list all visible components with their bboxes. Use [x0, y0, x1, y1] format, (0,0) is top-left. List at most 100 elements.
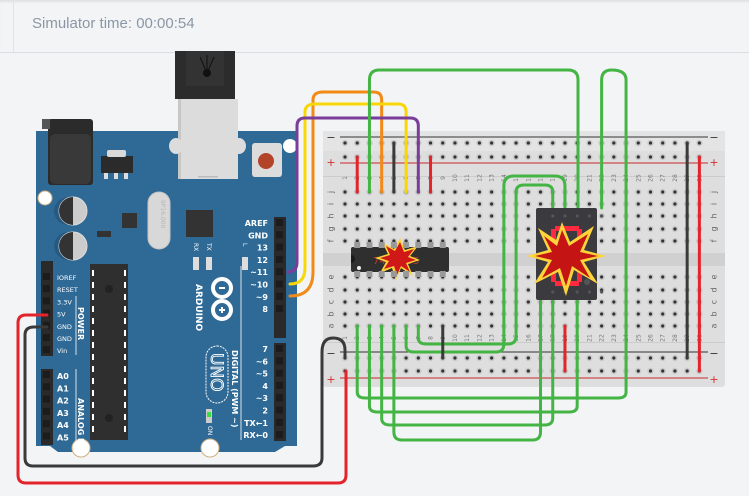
wire-green[interactable]: [367, 298, 579, 414]
header-pin[interactable]: [276, 268, 283, 276]
power-pin-label: Vin: [57, 347, 67, 355]
led-label: TX: [205, 242, 212, 251]
header-pin[interactable]: [276, 345, 283, 352]
rail-label: +: [709, 373, 718, 386]
power-pin-label: GND: [57, 335, 72, 343]
seven-segment-display[interactable]: [527, 208, 606, 300]
wire-green[interactable]: [355, 324, 620, 400]
wire-green[interactable]: [404, 324, 506, 354]
arduino-logo-text: ARDUINO: [193, 284, 203, 332]
column-label: 9: [440, 176, 447, 180]
wire-green[interactable]: [502, 174, 567, 328]
digital-pin-label: 13: [257, 244, 268, 253]
digital-pin-label: 2: [262, 407, 268, 416]
arduino-uno[interactable]: 9P16.000 IOREFRESET3.3V5VGNDGNDVinA0A1A2…: [36, 51, 340, 460]
uno-label: UNO: [206, 353, 226, 392]
header-pin[interactable]: [276, 231, 283, 239]
power-header[interactable]: [41, 261, 53, 356]
led-label: RX: [192, 243, 199, 251]
digital-header-low[interactable]: [274, 343, 286, 441]
crystal-oscillator: [147, 191, 171, 250]
header-pin[interactable]: [43, 346, 50, 354]
header-pin[interactable]: [276, 431, 283, 439]
rail-label: −: [326, 347, 335, 360]
wire-green[interactable]: [392, 298, 543, 442]
analog-pin-label: A5: [57, 434, 69, 443]
header-pin[interactable]: [43, 334, 50, 341]
wire-red-5v[interactable]: [16, 313, 348, 485]
header-pin[interactable]: [276, 305, 283, 313]
rail-label: −: [326, 131, 335, 144]
header-pin[interactable]: [276, 369, 283, 377]
column-label: 26: [648, 334, 655, 342]
rail-label: +: [709, 156, 718, 169]
reset-button-cap[interactable]: [258, 153, 274, 169]
analog-in-label: ANALOG IN: [76, 398, 85, 448]
digital-pin-label: RX←0: [243, 431, 268, 440]
header-pin[interactable]: [43, 432, 50, 440]
column-label: 8: [428, 336, 435, 340]
header-pin[interactable]: [276, 255, 283, 263]
header-pin[interactable]: [276, 280, 283, 288]
row-label: a: [710, 323, 719, 328]
header-pin[interactable]: [276, 406, 283, 414]
power-pin-label: RESET: [57, 286, 78, 294]
column-label: 10: [452, 174, 459, 182]
led-label: L: [241, 243, 248, 247]
breadboard[interactable]: 1122334455667788991010111112121313141415…: [323, 131, 725, 387]
on-label: ON: [206, 426, 213, 435]
column-label: 10: [452, 334, 459, 342]
header-pin[interactable]: [43, 407, 50, 415]
analog-pin-label: A1: [57, 384, 69, 393]
digital-pin-label: 12: [257, 256, 268, 265]
header-pin[interactable]: [43, 395, 50, 403]
column-label: 16: [525, 174, 532, 182]
mounting-hole: [37, 190, 53, 206]
row-label: d: [710, 287, 719, 292]
header-pin[interactable]: [276, 292, 283, 300]
header-pin[interactable]: [276, 418, 283, 426]
digital-pin-label: ~9: [256, 293, 269, 302]
wire-green[interactable]: [367, 68, 580, 210]
shift-register-74hc595[interactable]: 74HC595: [351, 238, 449, 280]
wire-purple[interactable]: [286, 116, 420, 274]
row-label: j: [327, 191, 336, 194]
column-label: 15: [513, 174, 520, 182]
row-label: g: [327, 226, 336, 231]
mounting-hole: [71, 438, 91, 458]
header-pin[interactable]: [276, 243, 283, 251]
digital-pin-label: ~10: [250, 281, 268, 290]
row-label: d: [327, 287, 336, 292]
wires[interactable]: [16, 68, 701, 485]
capacitor: [54, 231, 88, 261]
digital-pin-label: ~6: [256, 357, 269, 366]
header-pin[interactable]: [43, 321, 50, 329]
column-label: 17: [538, 174, 545, 182]
wire-green[interactable]: [416, 324, 518, 346]
header-pin[interactable]: [43, 383, 50, 391]
row-label: f: [327, 239, 336, 242]
row-label: c: [710, 300, 719, 304]
header-pin[interactable]: [43, 420, 50, 428]
wire-orange[interactable]: [288, 90, 384, 298]
row-label: a: [327, 323, 336, 328]
header-pin[interactable]: [43, 371, 50, 378]
rail-label: +: [326, 373, 335, 386]
wire-green[interactable]: [514, 183, 555, 328]
header-pin[interactable]: [276, 219, 283, 226]
wire-black-gnd[interactable]: [23, 325, 347, 468]
wire-green[interactable]: [380, 298, 555, 427]
header-pin[interactable]: [43, 309, 50, 317]
header-pin[interactable]: [276, 394, 283, 402]
header-pin[interactable]: [43, 273, 50, 280]
column-label: 22: [599, 334, 606, 342]
header-pin[interactable]: [276, 381, 283, 389]
column-label: 27: [660, 174, 667, 182]
analog-pin-label: A2: [57, 397, 69, 406]
wire-green[interactable]: [600, 68, 628, 400]
header-pin[interactable]: [43, 297, 50, 305]
header-pin[interactable]: [276, 357, 283, 365]
header-pin[interactable]: [43, 285, 50, 293]
wire-yellow[interactable]: [288, 102, 408, 286]
